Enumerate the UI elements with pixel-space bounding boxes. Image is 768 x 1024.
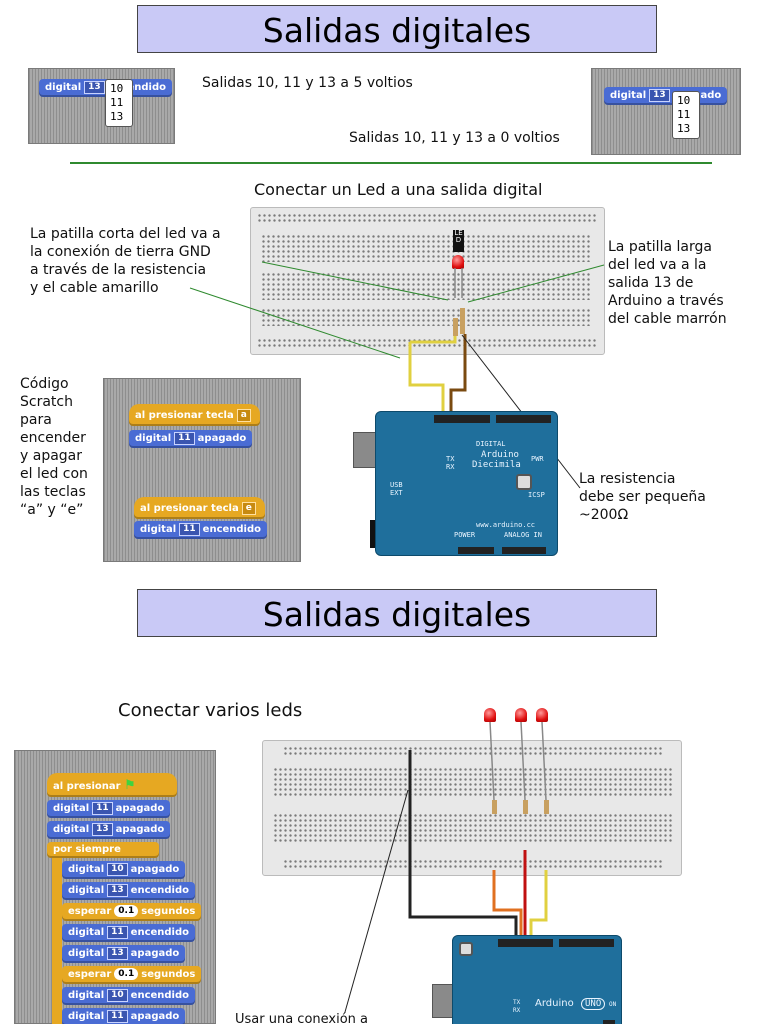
pin-option-11-off[interactable]: 11 [677,108,691,121]
note-short-leg: La patilla corta del led va a la conexió… [30,226,221,296]
arduino2-tx: TX [513,999,521,1006]
section2-title: Salidas digitales [137,589,657,637]
red-led-3 [536,708,548,722]
arduino1-digital-header-b [496,415,551,423]
green-flag-icon: ⚑ [124,778,136,793]
section2-subtitle: Conectar varios leds [118,700,303,721]
arduino1-icsp: ICSP [528,491,545,499]
arduino1-tx: TX [446,455,455,463]
digital-off-slot[interactable]: 13 [649,89,670,102]
note-resistor: La resistencia debe ser pequeña ~200Ω [579,471,706,523]
pin-option-10-off[interactable]: 10 [677,94,691,107]
bb1-top-rails [257,213,597,223]
pin-dropdown-menu-off[interactable]: 10 11 13 [672,91,700,139]
breadboard-2 [262,740,682,876]
arduino1-model: Diecimila [472,460,521,470]
arduino1-power-label: POWER [454,531,476,539]
arduino1-pwr: PWR [531,455,544,463]
arduino2-name: Arduino [535,998,574,1009]
arduino1-rx: RX [446,463,455,471]
key-a-slot[interactable]: a [236,409,251,422]
arduino1-power-header [458,547,494,554]
led-label-tag [453,230,464,252]
arduino2-model: UNO [581,998,606,1010]
section1-subtitle: Conectar un Led a una salida digital [254,180,543,199]
arduino2-digital-header-a [498,939,553,947]
bb2-bottom-rails [283,859,663,869]
bb2-lower-grid [273,813,673,843]
bb2-top-rails [283,746,663,756]
arduino1-analog-label: ANALOG IN [504,531,542,539]
digital-off-block-label: digital [610,90,647,101]
arduino2-icsp-header [603,1020,615,1024]
digital-on-suffix: encendido [107,82,167,93]
arduino2-rx: RX [513,1007,521,1014]
arduino1-name: Arduino [481,450,519,460]
loop-c-arm [52,855,62,1024]
caption-on: Salidas 10, 11 y 13 a 5 voltios [202,75,413,91]
red-led [452,255,464,269]
arduino2-reset-button[interactable] [459,942,473,956]
arduino1-reset-button[interactable] [516,474,532,490]
arduino1-digital-label: DIGITAL [476,440,506,448]
bb2-upper-grid [273,767,673,797]
bottom-note: Usar una conexión a [235,1012,369,1024]
red-led-1 [484,708,496,722]
pin-option-13[interactable]: 13 [110,110,124,123]
bb1-upper-grid [261,234,591,262]
digital-on-block-label: digital [45,82,82,93]
arduino2-on: ON [609,1001,617,1008]
key-e-slot[interactable]: e [241,502,256,515]
hat-flag[interactable]: al presionar ⚑ [47,773,177,797]
circuit-wires-1 [189,261,605,489]
note-scratch: Código Scratch para encender y apagar el… [20,376,88,518]
circuit-wires-2 [344,721,549,1013]
arduino2-digital-header-b [559,939,614,947]
divider-line [70,162,712,164]
digital-on-slot[interactable]: 13 [84,81,105,94]
pin-option-10[interactable]: 10 [110,82,124,95]
arduino-uno: TX RX Arduino UNO ON [452,935,622,1024]
pin-dropdown-menu-on[interactable]: 10 11 13 [105,79,133,127]
red-led-2 [515,708,527,722]
arduino1-url: www.arduino.cc [476,521,536,529]
led-label: LED [454,229,463,244]
caption-off: Salidas 10, 11 y 13 a 0 voltios [349,130,560,146]
arduino1-analog-header [502,547,546,554]
s2-forever-loop[interactable]: por siempre [47,842,159,858]
bb1-lower-grid [261,308,591,326]
arduino1-ext-label: EXT [390,489,403,497]
note-long-leg: La patilla larga del led va a la salida … [608,239,727,327]
arduino1-digital-header-a [434,415,490,423]
section1-title: Salidas digitales [137,5,657,53]
pin-option-11[interactable]: 11 [110,96,124,109]
arduino-diecimila: DIGITAL TX RX Arduino Diecimila PWR ICSP… [375,411,558,556]
arduino1-usb-label: USB [390,481,403,489]
pin-option-13-off[interactable]: 13 [677,122,691,135]
